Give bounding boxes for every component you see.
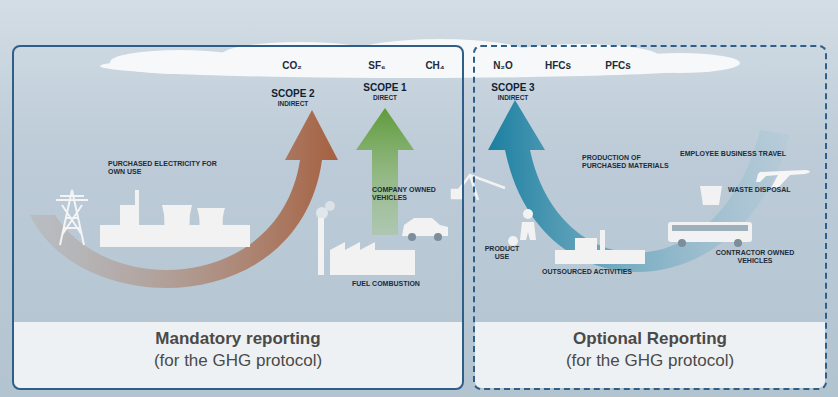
gas-formula: HFCs	[538, 60, 578, 72]
plant	[555, 230, 645, 264]
gas-formula: PFCs	[598, 60, 638, 72]
source-label: COMPANY OWNED VEHICLES	[372, 186, 460, 202]
source-label: CONTRACTOR OWNED VEHICLES	[700, 249, 810, 265]
source-label: FUEL COMBUSTION	[352, 280, 442, 288]
scope-title: SCOPE 1	[350, 82, 420, 94]
power-plant	[100, 190, 250, 247]
scope2-arrow	[30, 110, 338, 288]
source-label: PRODUCT USE	[482, 245, 522, 261]
scope-type: INDIRECT	[258, 100, 328, 107]
source-label: EMPLOYEE BUSINESS TRAVEL	[680, 150, 810, 158]
bus	[668, 222, 752, 247]
source-label: PRODUCTION OF PURCHASED MATERIALS	[582, 154, 682, 170]
car	[402, 218, 448, 241]
factory	[316, 201, 415, 275]
region-subtitle: (for the GHG protocol)	[18, 350, 458, 372]
gas-formula: CH₄	[415, 60, 455, 72]
scope1-arrow	[356, 108, 414, 235]
scope-type: DIRECT	[350, 94, 420, 101]
scope-title: SCOPE 2	[258, 88, 328, 100]
gas-formula: N₂O	[483, 60, 523, 72]
source-label: OUTSOURCED ACTIVITIES	[542, 268, 652, 276]
crane	[452, 175, 505, 200]
scope-type: INDIRECT	[478, 94, 548, 101]
pylon	[56, 190, 88, 245]
gas-formula: CO₂	[272, 60, 312, 72]
region-subtitle: (for the GHG protocol)	[479, 350, 821, 372]
gas-formula: SF₆	[357, 60, 397, 72]
region-caption-band: Mandatory reporting(for the GHG protocol…	[14, 322, 462, 388]
worker	[508, 209, 536, 246]
source-label: PURCHASED ELECTRICITY FOR OWN USE	[108, 160, 228, 176]
source-label: WASTE DISPOSAL	[728, 186, 808, 194]
plane	[756, 170, 810, 188]
region-title: Optional Reporting	[479, 328, 821, 350]
scope-title: SCOPE 3	[478, 82, 548, 94]
region-caption-band: Optional Reporting(for the GHG protocol)	[475, 322, 825, 388]
bin	[700, 186, 722, 205]
region-title: Mandatory reporting	[18, 328, 458, 350]
